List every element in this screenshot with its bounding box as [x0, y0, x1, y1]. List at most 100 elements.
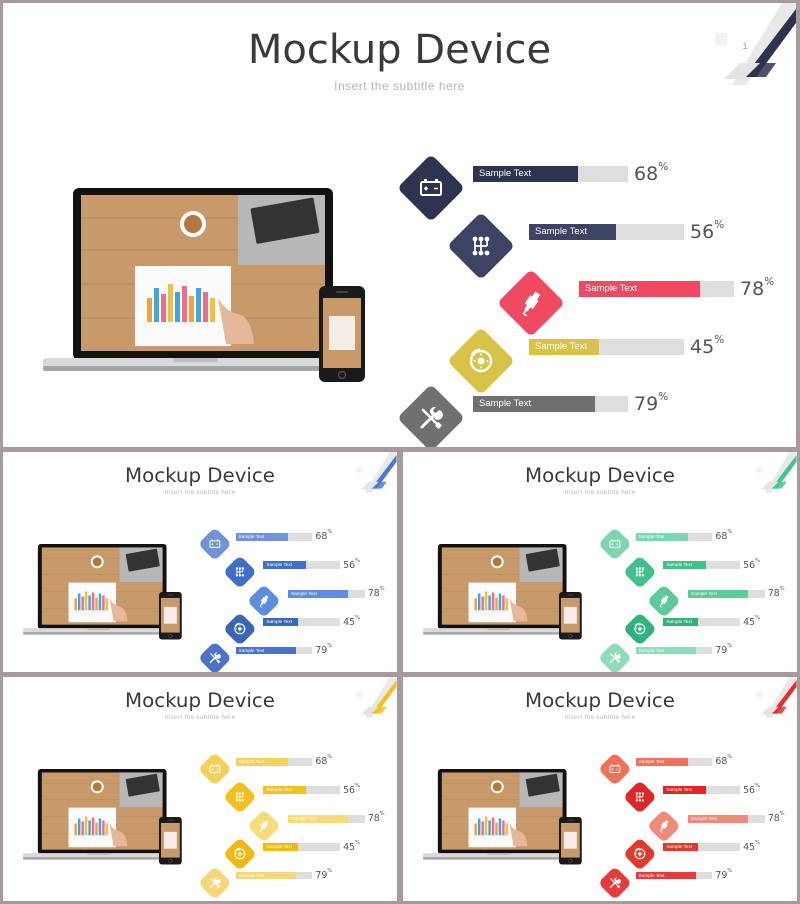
progress-bar-fill — [263, 561, 307, 570]
percent-number: 78 — [740, 278, 765, 300]
spark-plug-tile[interactable] — [647, 808, 682, 843]
battery-tile[interactable] — [198, 751, 232, 786]
percent-value: 79% — [315, 643, 333, 657]
percent-value: 45% — [743, 840, 760, 853]
progress-bar-fill — [688, 589, 748, 598]
bar-label: Sample Text — [535, 340, 588, 352]
progress-bar-track: Sample Text — [288, 814, 365, 823]
percent-number: 79 — [715, 870, 728, 882]
progress-bar-track: Sample Text — [529, 338, 684, 355]
gear-shift-tile[interactable] — [622, 780, 657, 814]
brake-disc-tile[interactable] — [222, 612, 257, 646]
percent-sign: % — [755, 614, 760, 621]
gear-shift-tile[interactable] — [222, 780, 257, 814]
laptop-mockup-image — [43, 188, 348, 388]
brake-disc-tile[interactable] — [622, 837, 657, 871]
spark-plug-icon — [248, 809, 282, 843]
slide-subtitle: Insert the subtitle here — [334, 79, 465, 93]
bar-label: Sample Text — [666, 619, 693, 625]
progress-bar-fill — [235, 646, 297, 655]
progress-bar-track: Sample Text — [263, 786, 341, 795]
tools-tile[interactable] — [198, 865, 232, 900]
bar-label: Sample Text — [638, 872, 665, 878]
battery-icon — [198, 752, 232, 786]
battery-tile[interactable] — [397, 154, 465, 222]
gear-shift-icon — [223, 555, 257, 589]
battery-tile[interactable] — [598, 526, 632, 561]
gear-shift-tile[interactable] — [622, 555, 657, 589]
spark-plug-tile[interactable] — [647, 583, 682, 618]
percent-number: 56 — [343, 559, 356, 571]
battery-icon — [198, 527, 232, 561]
percent-number: 45 — [343, 841, 356, 853]
tools-tile[interactable] — [198, 640, 232, 672]
progress-bar-fill — [663, 618, 698, 626]
percent-value: 68% — [315, 529, 332, 543]
percent-sign: % — [658, 391, 669, 403]
phone-mockup-image — [159, 592, 183, 645]
spark-plug-tile[interactable] — [247, 583, 282, 618]
tools-tile[interactable] — [397, 384, 465, 447]
bar-label: Sample Text — [691, 590, 717, 596]
percent-number: 45 — [343, 616, 356, 628]
progress-bar-fill — [473, 396, 596, 412]
phone-mockup-image — [319, 286, 365, 387]
tools-icon — [198, 866, 232, 900]
percent-value: 79% — [634, 391, 669, 415]
spark-plug-tile[interactable] — [497, 269, 565, 337]
percent-sign: % — [355, 614, 360, 621]
bar-label: Sample Text — [666, 562, 693, 568]
spark-plug-icon — [248, 584, 282, 618]
bar-label: Sample Text — [666, 787, 693, 793]
percent-value: 68% — [715, 754, 732, 768]
progress-bar-track: Sample Text — [663, 561, 741, 570]
percent-sign: % — [355, 557, 360, 564]
brake-disc-tile[interactable] — [447, 326, 515, 395]
percent-sign: % — [327, 643, 333, 650]
percent-number: 68 — [715, 756, 728, 768]
percent-number: 79 — [315, 645, 328, 657]
corner-accent-decoration — [755, 452, 797, 493]
progress-bar-fill — [288, 589, 348, 598]
brake-disc-tile[interactable] — [622, 612, 657, 646]
spark-plug-icon — [497, 269, 565, 337]
progress-bar-track: Sample Text — [635, 871, 713, 880]
bar-label: Sample Text — [266, 787, 293, 793]
battery-tile[interactable] — [198, 526, 232, 561]
percent-value: 68% — [634, 161, 668, 185]
progress-bar-track: Sample Text — [663, 786, 741, 795]
percent-number: 45 — [690, 335, 715, 358]
slide-subtitle: Insert the subtitle here — [164, 489, 236, 496]
percent-value: 45% — [343, 840, 360, 853]
percent-number: 68 — [315, 531, 328, 543]
brake-disc-icon — [447, 327, 515, 395]
brake-disc-tile[interactable] — [222, 837, 257, 871]
progress-bar-track: Sample Text — [635, 532, 713, 541]
tools-tile[interactable] — [598, 640, 632, 672]
progress-bar-fill — [288, 814, 348, 823]
slide-title: Mockup Device — [125, 688, 275, 712]
gear-shift-tile[interactable] — [447, 211, 515, 280]
battery-tile[interactable] — [598, 751, 632, 786]
percent-value: 79% — [715, 868, 732, 882]
tools-icon — [598, 866, 632, 900]
percent-number: 56 — [343, 784, 356, 796]
tools-tile[interactable] — [598, 865, 632, 900]
bar-label: Sample Text — [666, 844, 693, 850]
brake-disc-icon — [223, 837, 257, 871]
percent-value: 45% — [690, 333, 725, 358]
progress-bar-track: Sample Text — [263, 843, 341, 851]
progress-bar-fill — [263, 786, 307, 795]
spark-plug-tile[interactable] — [247, 808, 282, 843]
percent-sign: % — [714, 333, 725, 346]
progress-bar-fill — [688, 814, 748, 823]
percent-sign: % — [714, 218, 725, 231]
progress-bar-track: Sample Text — [529, 223, 684, 240]
progress-bar-fill — [579, 281, 700, 297]
gear-shift-tile[interactable] — [222, 555, 257, 589]
